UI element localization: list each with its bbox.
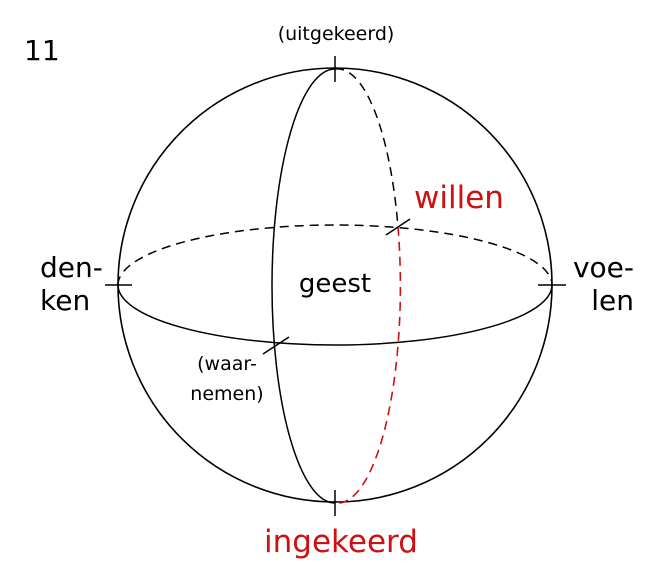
label-denken-line2: ken	[40, 284, 90, 317]
label-waarnemen-line2: nemen)	[190, 383, 263, 405]
label-voelen-line2: len	[591, 284, 634, 317]
label-willen: willen	[414, 180, 504, 216]
meridian-front	[271, 68, 336, 504]
label-waarnemen-line1: (waar-	[197, 353, 257, 375]
label-voelen-line1: voe-	[573, 251, 634, 284]
label-denken-line1: den-	[40, 251, 103, 284]
label-geest: geest	[299, 269, 371, 299]
equator-front	[117, 284, 553, 346]
tick-willen	[385, 218, 411, 236]
figure-number: 11	[24, 34, 60, 67]
label-ingekeerd: ingekeerd	[264, 524, 418, 560]
meridian-back-upper	[334, 68, 399, 228]
label-uitgekeerd: (uitgekeerd)	[278, 23, 395, 45]
tick-waarnemen	[262, 336, 290, 355]
